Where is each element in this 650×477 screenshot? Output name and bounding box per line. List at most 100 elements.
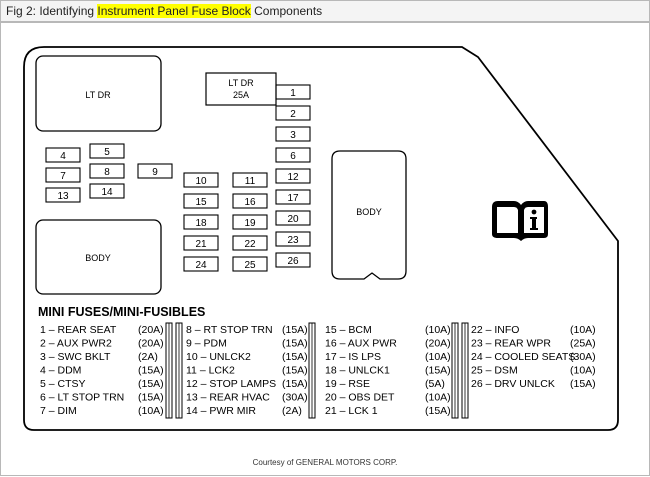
fuse-slot-1 — [275, 84, 311, 100]
fuse-number-22: 22 — [244, 239, 256, 250]
fuse-slot-9 — [137, 163, 173, 179]
legend-fuse-name: 5 – CTSY — [40, 378, 86, 390]
fuse-number-7: 7 — [60, 171, 66, 182]
fuse-number-16: 16 — [244, 197, 256, 208]
fuse-slot-19 — [232, 214, 268, 230]
fuse-number-25: 25 — [244, 260, 256, 271]
fuse-slot-26 — [275, 252, 311, 268]
legend-fuse-amperage: (15A) — [425, 365, 451, 377]
figure-caption: Fig 2: Identifying Instrument Panel Fuse… — [6, 4, 322, 18]
legend-fuse-name: 25 – DSM — [471, 365, 518, 377]
legend-fuse-amperage: (15A) — [282, 351, 308, 363]
legend-title: MINI FUSES/MINI-FUSIBLES — [38, 305, 205, 319]
legend-fuse-name: 14 – PWR MIR — [186, 405, 256, 417]
legend-fuse-amperage: (2A) — [138, 351, 158, 363]
fuse-number-8: 8 — [104, 167, 110, 178]
legend-fuse-name: 26 – DRV UNLCK — [471, 378, 555, 390]
fuse-number-21: 21 — [195, 239, 207, 250]
legend-fuse-amperage: (5A) — [425, 378, 445, 390]
fuse-number-6: 6 — [290, 151, 296, 162]
lt-dr-fuse-rating: 25A — [233, 90, 249, 100]
fuse-slot-14 — [89, 183, 125, 199]
fuse-slot-20 — [275, 210, 311, 226]
legend-fuse-name: 7 – DIM — [40, 405, 77, 417]
lt-dr-relay — [35, 55, 162, 132]
fuse-number-19: 19 — [244, 218, 256, 229]
legend-fuse-name: 21 – LCK 1 — [325, 405, 378, 417]
fuse-number-20: 20 — [287, 214, 299, 225]
legend-fuse-name: 24 – COOLED SEATS — [471, 351, 575, 363]
legend-fuse-amperage: (25A) — [570, 338, 596, 350]
legend-rows: 1 – REAR SEAT(20A)2 – AUX PWR2(20A)3 – S… — [40, 324, 596, 417]
body-block-center — [331, 150, 407, 280]
legend-fuse-amperage: (15A) — [138, 365, 164, 377]
legend-fuse-amperage: (15A) — [138, 392, 164, 404]
fuse-slot-12 — [275, 168, 311, 184]
legend-fuse-name: 22 – INFO — [471, 324, 519, 336]
fuse-number-9: 9 — [152, 167, 158, 178]
caption-prefix: Fig 2: Identifying — [6, 4, 98, 18]
fuse-slot-5 — [89, 143, 125, 159]
fuse-slot-16 — [232, 193, 268, 209]
fuse-slot-15 — [183, 193, 219, 209]
legend-fuse-amperage: (15A) — [282, 324, 308, 336]
fuse-slot-23 — [275, 231, 311, 247]
legend-fuse-name: 10 – UNLCK2 — [186, 351, 251, 363]
legend-fuse-name: 19 – RSE — [325, 378, 370, 390]
legend-separators — [165, 322, 469, 419]
caption-highlight: Instrument Panel Fuse Block — [97, 4, 251, 18]
caption-bar: Fig 2: Identifying Instrument Panel Fuse… — [0, 0, 650, 22]
fuse-number-1: 1 — [290, 88, 296, 99]
fuse-slot-10 — [183, 172, 219, 188]
fuse-number-2: 2 — [290, 109, 296, 120]
fuse-slot-8 — [89, 163, 125, 179]
fuse-number-13: 13 — [57, 191, 69, 202]
fuse-slot-7 — [45, 167, 81, 183]
legend-fuse-amperage: (20A) — [138, 324, 164, 336]
fuse-slot-18 — [183, 214, 219, 230]
fuse-number-23: 23 — [287, 235, 299, 246]
fuse-number-10: 10 — [195, 176, 207, 187]
legend-fuse-amperage: (15A) — [138, 378, 164, 390]
legend-fuse-amperage: (15A) — [282, 378, 308, 390]
fuse-slot-24 — [183, 256, 219, 272]
fuse-number-3: 3 — [290, 130, 296, 141]
fuse-slot-11 — [232, 172, 268, 188]
legend-fuse-name: 4 – DDM — [40, 365, 81, 377]
legend-fuse-amperage: (10A) — [425, 392, 451, 404]
fuse-number-14: 14 — [101, 187, 113, 198]
legend-fuse-name: 17 – IS LPS — [325, 351, 381, 363]
fuse-number-15: 15 — [195, 197, 207, 208]
fuse-number-24: 24 — [195, 260, 207, 271]
legend-fuse-amperage: (20A) — [425, 338, 451, 350]
fuse-slot-6 — [275, 147, 311, 163]
legend-fuse-name: 13 – REAR HVAC — [186, 392, 270, 404]
legend-fuse-name: 20 – OBS DET — [325, 392, 395, 404]
credit-line: Courtesy of GENERAL MOTORS CORP. — [252, 458, 398, 467]
fuse-slot-22 — [232, 235, 268, 251]
fuse-slot-13 — [45, 187, 81, 203]
body-center-label: BODY — [356, 207, 382, 217]
legend-fuse-amperage: (30A) — [570, 351, 596, 363]
fuse-number-11: 11 — [245, 176, 256, 187]
legend-fuse-name: 2 – AUX PWR2 — [40, 338, 112, 350]
legend-fuse-amperage: (15A) — [282, 365, 308, 377]
legend-fuse-amperage: (15A) — [282, 338, 308, 350]
body-block-left — [35, 219, 162, 295]
lt-dr-relay-label: LT DR — [85, 90, 111, 100]
legend-fuse-name: 18 – UNLCK1 — [325, 365, 390, 377]
legend-fuse-amperage: (30A) — [282, 392, 308, 404]
legend-fuse-name: 16 – AUX PWR — [325, 338, 397, 350]
legend-fuse-name: 6 – LT STOP TRN — [40, 392, 124, 404]
legend-fuse-name: 11 – LCK2 — [186, 365, 235, 377]
fuse-slot-21 — [183, 235, 219, 251]
legend-fuse-amperage: (2A) — [282, 405, 302, 417]
caption-suffix: Components — [250, 4, 323, 18]
fuse-number-5: 5 — [104, 147, 110, 158]
legend-fuse-name: 12 – STOP LAMPS — [186, 378, 276, 390]
fuse-slot-3 — [275, 126, 311, 142]
body-left-label: BODY — [85, 253, 111, 263]
fuse-slot-25 — [232, 256, 268, 272]
